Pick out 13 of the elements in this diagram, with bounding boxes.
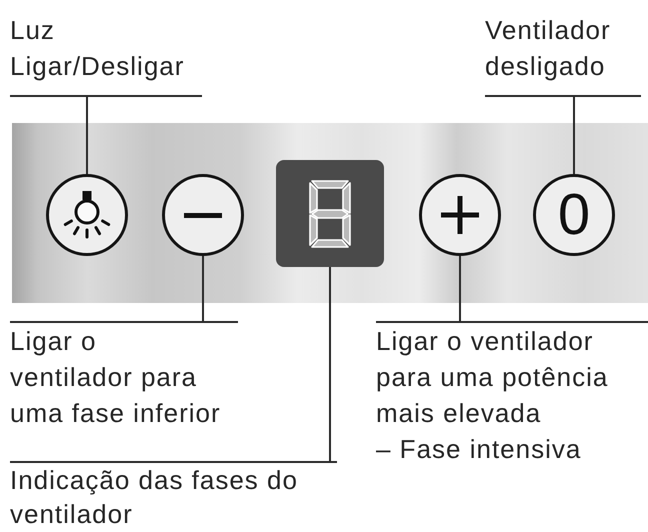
callout-label: Ventilador desligado [485, 12, 641, 97]
leader-line [459, 256, 461, 321]
callout-text: Ligar/Desligar [10, 50, 186, 83]
leader-line [573, 97, 575, 174]
leader-line [202, 256, 204, 321]
callout-heading: Luz [10, 14, 56, 47]
callout-label: Indicação das fases do ventilador [10, 461, 337, 531]
leader-line [329, 267, 331, 461]
callout-label: Ligar o ventilador para uma fase inferior [10, 321, 238, 431]
callout-text: Ligar o ventilador para uma potência mais elevada [376, 325, 610, 430]
digit-display [276, 160, 384, 267]
callout-note: – Fase intensiva [376, 433, 582, 466]
leader-line [86, 97, 88, 174]
